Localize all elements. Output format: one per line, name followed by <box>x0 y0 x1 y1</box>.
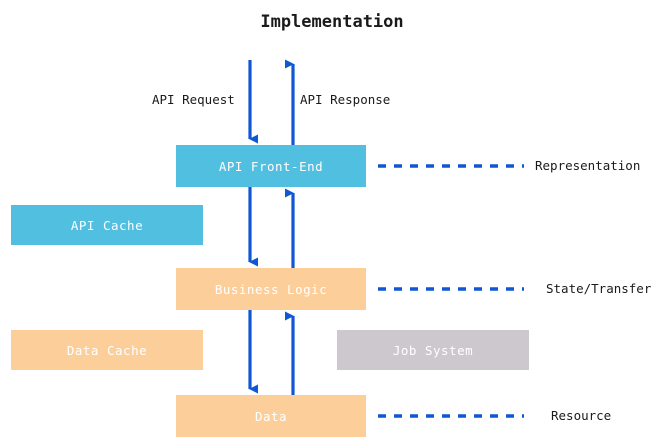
node-api-cache-label: API Cache <box>70 217 144 233</box>
node-data-label: Data <box>254 408 288 424</box>
node-api-front-end-label: API Front-End <box>218 158 324 174</box>
node-data-cache-label: Data Cache <box>66 342 148 358</box>
side-label-resource: Resource <box>551 408 612 423</box>
side-label-state-transfer: State/Transfer <box>546 281 652 296</box>
node-data[interactable]: Data <box>176 395 366 437</box>
node-api-cache[interactable]: API Cache <box>11 205 203 245</box>
node-job-system[interactable]: Job System <box>337 330 529 370</box>
node-data-cache[interactable]: Data Cache <box>11 330 203 370</box>
page-title: Implementation <box>260 12 404 32</box>
node-job-system-label: Job System <box>392 342 474 358</box>
node-business-logic[interactable]: Business Logic <box>176 268 366 310</box>
edge-label-api-response: API Response <box>300 92 391 107</box>
node-business-logic-label: Business Logic <box>214 281 328 297</box>
side-label-representation: Representation <box>535 158 641 173</box>
edge-label-api-request: API Request <box>152 92 235 107</box>
node-api-front-end[interactable]: API Front-End <box>176 145 366 187</box>
